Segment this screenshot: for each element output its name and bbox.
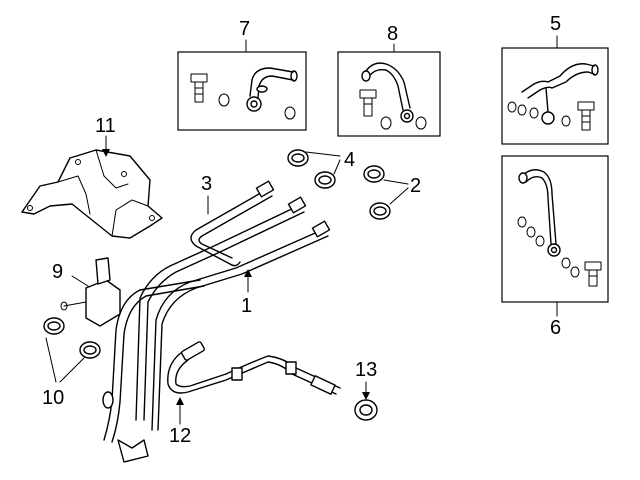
oil-pipe-icon	[361, 62, 414, 123]
banjo-bolt-icon	[190, 73, 208, 103]
hose-clamp-icon	[287, 149, 391, 220]
hose-clamp-icon	[354, 399, 378, 421]
hose-clamp-icon	[43, 317, 101, 359]
bracket-icon	[60, 257, 121, 327]
kit-box-5	[501, 47, 609, 145]
kit-box-8	[337, 51, 441, 137]
callout-12: 12	[169, 425, 191, 447]
oil-pipe-icon	[518, 169, 561, 257]
washer-icon	[507, 101, 571, 127]
callout-3: 3	[201, 173, 212, 195]
washer-icon	[517, 216, 580, 278]
washer-icon	[380, 116, 427, 130]
banjo-bolt-icon	[584, 261, 602, 287]
banjo-bolt-icon	[577, 101, 595, 131]
callout-11: 11	[95, 115, 116, 137]
callout-6: 6	[550, 317, 561, 339]
callout-1: 1	[241, 295, 252, 317]
heat-shield-icon	[21, 149, 163, 239]
callout-4: 4	[344, 149, 355, 171]
oil-pipe-icon	[246, 67, 298, 112]
callout-5: 5	[550, 13, 561, 35]
callout-7: 7	[239, 18, 250, 40]
callout-2: 2	[410, 175, 421, 197]
banjo-bolt-icon	[359, 89, 377, 117]
oil-pipe-icon	[521, 63, 599, 125]
washer-icon	[218, 93, 296, 120]
callout-8: 8	[387, 23, 398, 45]
callout-10: 10	[42, 387, 64, 409]
kit-box-7	[177, 51, 307, 131]
callout-9: 9	[52, 261, 63, 283]
kit-box-6	[501, 155, 609, 303]
callout-13: 13	[355, 359, 377, 381]
fuel-line-icon	[102, 180, 331, 463]
vent-hose-icon	[167, 341, 341, 395]
